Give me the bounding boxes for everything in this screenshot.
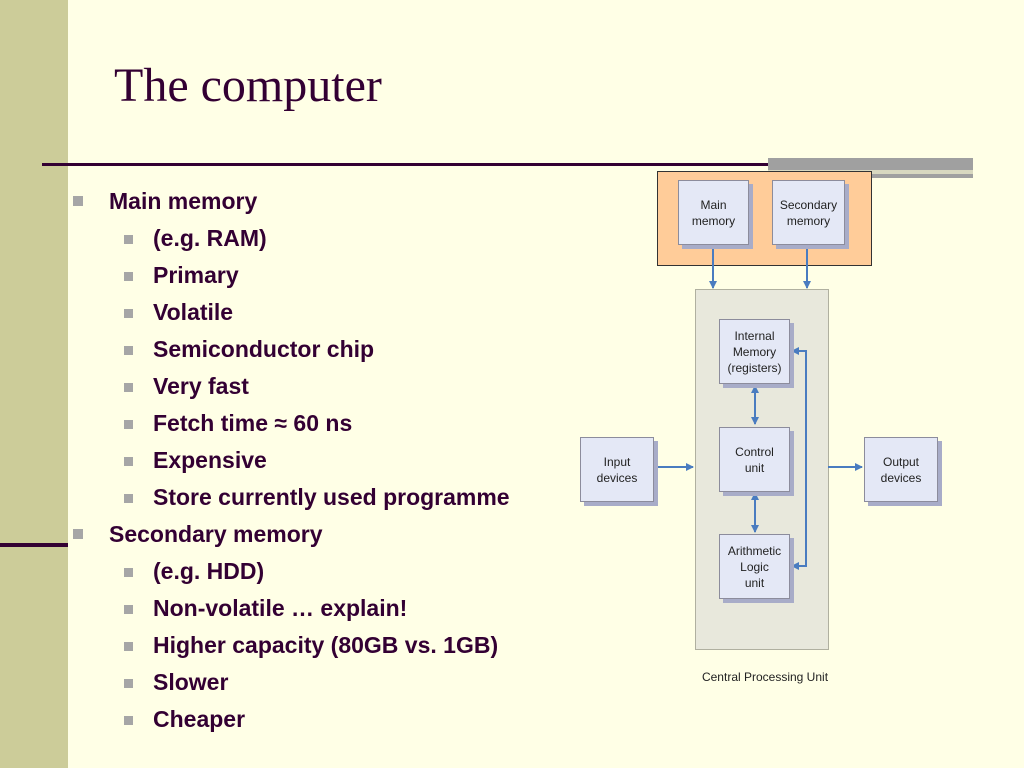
left-decorative-bar xyxy=(0,0,68,768)
output-devices-label: Output devices xyxy=(880,454,922,485)
sub-bullet: Expensive xyxy=(70,442,510,479)
cpu-caption: Central Processing Unit xyxy=(701,670,829,684)
sub-bullet: Semiconductor chip xyxy=(70,331,510,368)
slide-title: The computer xyxy=(114,59,382,112)
sub-bullet: Store currently used programme xyxy=(70,479,510,516)
input-devices-label: Input devices xyxy=(596,454,638,485)
sub-bullet: Higher capacity (80GB vs. 1GB) xyxy=(70,627,510,664)
sub-bullet: Primary xyxy=(70,257,510,294)
sub-bullet: (e.g. HDD) xyxy=(70,553,510,590)
bullet-secondary-memory: Secondary memory xyxy=(70,516,510,553)
sub-bullet: Cheaper xyxy=(70,701,510,738)
computer-architecture-diagram: Main memory Secondary memory Internal Me… xyxy=(570,165,970,695)
sub-bullet: Non-volatile … explain! xyxy=(70,590,510,627)
main-memory-label: Main memory xyxy=(691,197,736,228)
bullet-main-memory: Main memory xyxy=(70,183,510,220)
sub-bullet: (e.g. RAM) xyxy=(70,220,510,257)
alu-box: Arithmetic Logic unit xyxy=(719,534,790,599)
control-unit-box: Control unit xyxy=(719,427,790,492)
internal-memory-box: Internal Memory (registers) xyxy=(719,319,790,384)
diagram-arrows xyxy=(656,247,863,570)
alu-label: Arithmetic Logic unit xyxy=(727,543,782,590)
main-memory-box: Main memory xyxy=(678,180,749,245)
sub-bullet: Fetch time ≈ 60 ns xyxy=(70,405,510,442)
internal-memory-label: Internal Memory (registers) xyxy=(727,328,782,375)
sub-bullet: Very fast xyxy=(70,368,510,405)
sub-bullet: Slower xyxy=(70,664,510,701)
title-underline xyxy=(42,163,872,166)
sub-bullet: Volatile xyxy=(70,294,510,331)
control-unit-label: Control unit xyxy=(735,444,774,475)
output-devices-box: Output devices xyxy=(864,437,938,502)
secondary-memory-box: Secondary memory xyxy=(772,180,845,245)
left-accent-line xyxy=(0,543,68,547)
secondary-memory-label: Secondary memory xyxy=(779,197,838,228)
arrow-alu-to-internal-loop xyxy=(791,347,807,570)
bullet-list: Main memory (e.g. RAM) Primary Volatile … xyxy=(70,183,510,738)
input-devices-box: Input devices xyxy=(580,437,654,502)
